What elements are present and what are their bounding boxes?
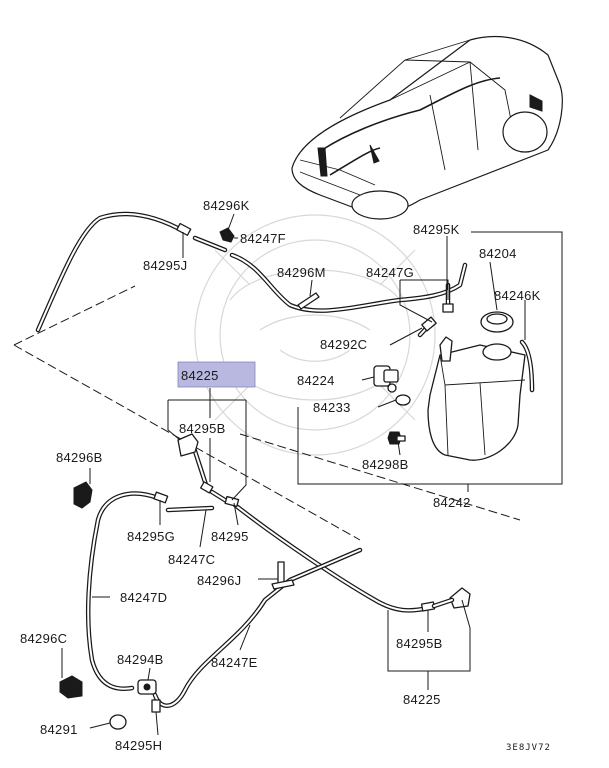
clip-84296C	[59, 675, 83, 699]
label-84296B: 84296B	[56, 450, 103, 465]
label-84247D: 84247D	[120, 590, 167, 605]
washer-tank-84242	[427, 336, 526, 461]
pump-84224	[373, 365, 399, 393]
label-84224: 84224	[297, 373, 335, 388]
label-84295B-bottom: 84295B	[396, 636, 443, 651]
label-84295B-top: 84295B	[179, 421, 226, 436]
nozzle-84225-upper	[177, 433, 199, 457]
reference-code: 3E8JV72	[506, 743, 551, 753]
label-84204: 84204	[479, 246, 517, 261]
joint-84295J	[176, 222, 192, 236]
leader-lines	[61, 213, 563, 736]
label-84298B: 84298B	[362, 457, 409, 472]
label-84291: 84291	[40, 722, 78, 737]
joint-84292C	[421, 316, 437, 332]
grommet-84291	[109, 714, 127, 730]
label-84295: 84295	[211, 529, 249, 544]
car-illustration	[291, 35, 563, 220]
part-labels: 84296K 84247F 84295J 84296M 84247G 84295…	[20, 198, 551, 753]
joint-84295B-upper	[200, 481, 214, 494]
label-84233: 84233	[313, 400, 351, 415]
label-84247G: 84247G	[366, 265, 414, 280]
valve-84294B	[137, 679, 157, 695]
grommet-84233	[395, 394, 411, 406]
label-84296K: 84296K	[203, 198, 250, 213]
label-84242: 84242	[433, 495, 471, 510]
label-84296C: 84296C	[20, 631, 67, 646]
label-84292C: 84292C	[320, 337, 367, 352]
label-84295H: 84295H	[115, 738, 162, 753]
bolt-84298B	[387, 431, 406, 445]
label-84247F: 84247F	[240, 231, 286, 246]
label-84295G: 84295G	[127, 529, 175, 544]
label-84294B: 84294B	[117, 652, 164, 667]
hose-lower	[85, 442, 431, 708]
highlight-84225	[177, 361, 256, 388]
label-84225-bottom: 84225	[403, 692, 441, 707]
nozzle-84225-lower	[431, 587, 471, 609]
label-84247C: 84247C	[168, 552, 215, 567]
label-84225-top: 84225	[181, 368, 219, 383]
clip-84296J	[271, 561, 295, 590]
clip-84296K	[219, 227, 235, 243]
joint-84295H	[151, 699, 161, 713]
clip-84296M	[297, 292, 320, 310]
label-84295K: 84295K	[413, 222, 460, 237]
watermark-emblem	[194, 214, 436, 456]
hose-upper	[35, 211, 468, 338]
label-84295J: 84295J	[143, 258, 187, 273]
joint-84295G	[153, 491, 169, 504]
joint-84295	[224, 495, 240, 508]
hose-84246K	[519, 339, 535, 393]
clip-84296B	[73, 481, 93, 509]
joint-84295K	[442, 303, 454, 313]
label-84246K: 84246K	[494, 288, 541, 303]
label-84296M: 84296M	[277, 265, 326, 280]
label-84247E: 84247E	[211, 655, 258, 670]
cap-84204	[480, 311, 514, 333]
label-84296J: 84296J	[197, 573, 241, 588]
